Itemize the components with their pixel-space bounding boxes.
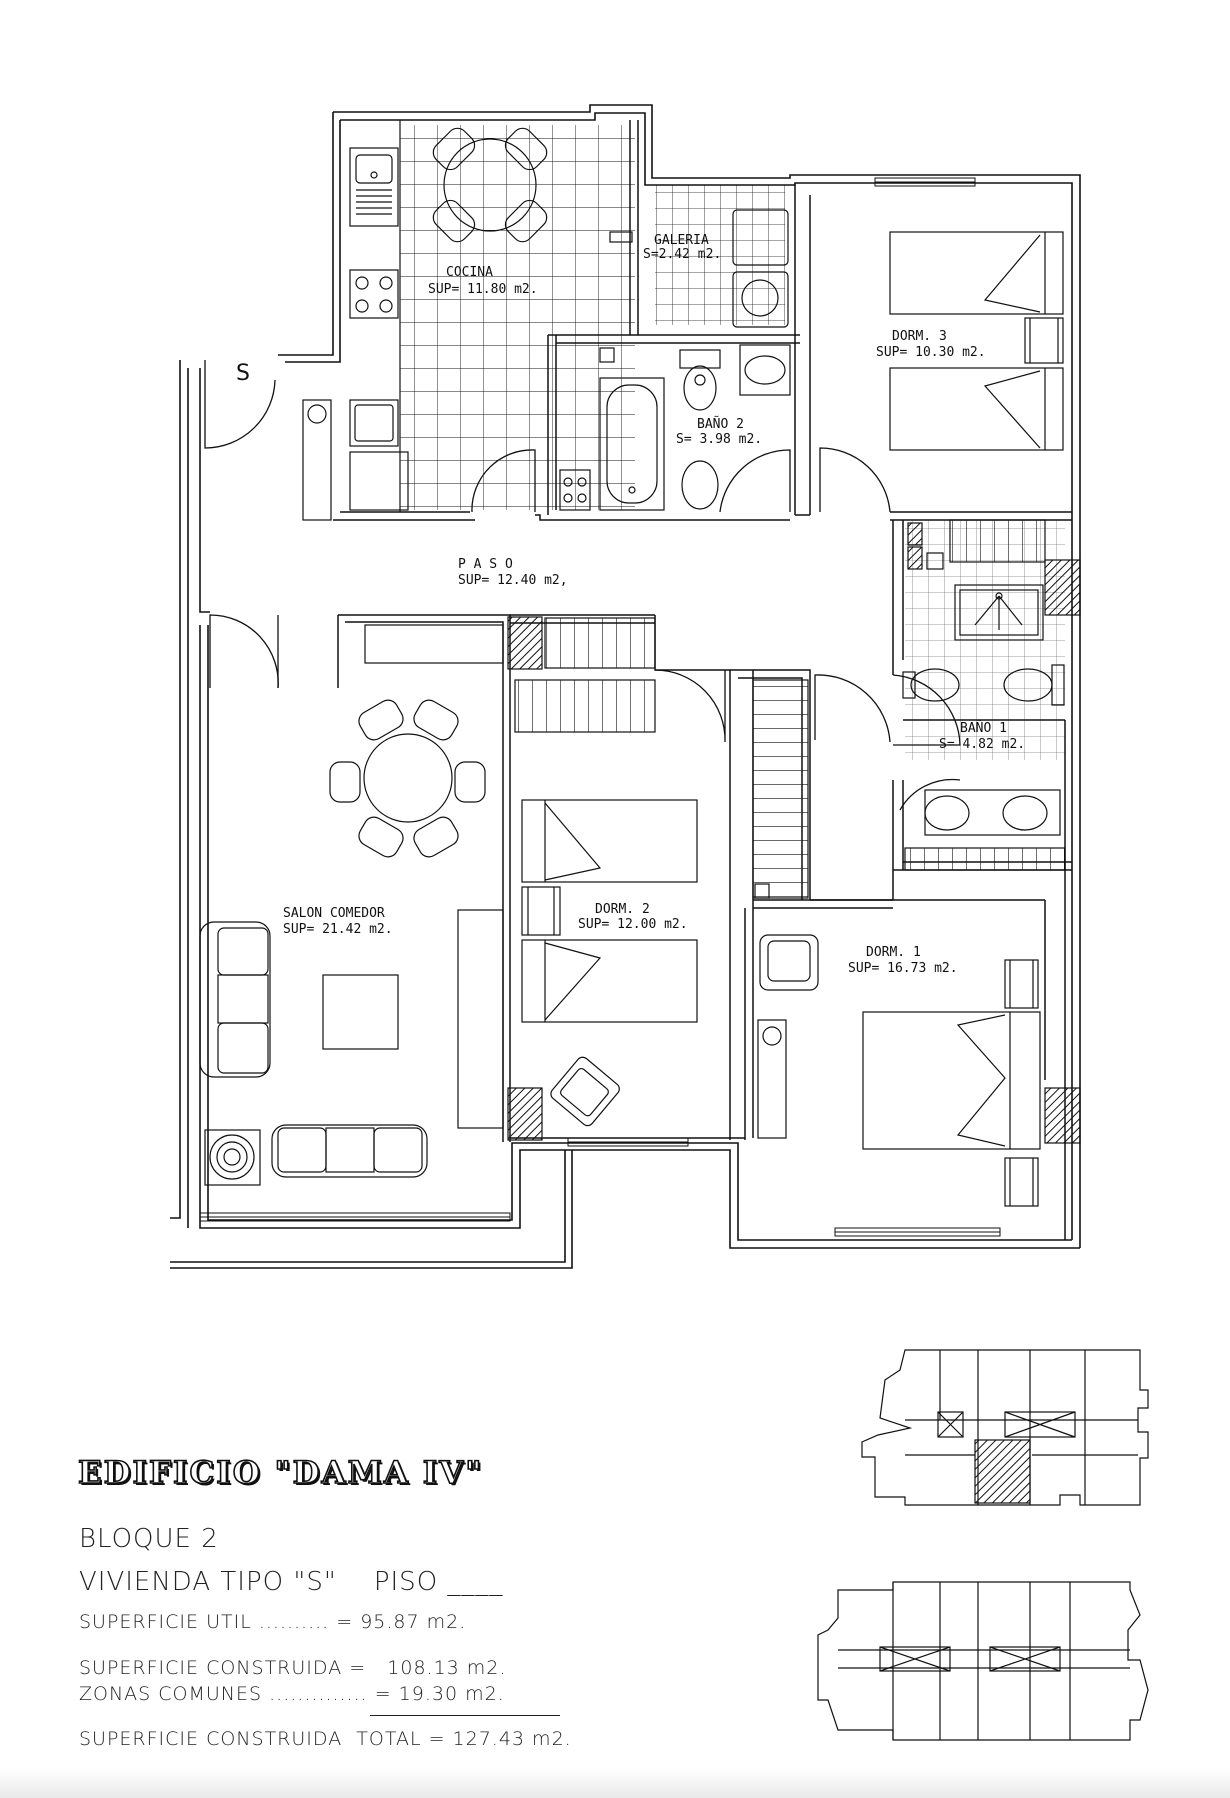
paso-label: P A S O: [458, 557, 513, 572]
galeria-fixtures: [609, 209, 789, 328]
bano2-label: BAÑO 2: [697, 416, 744, 432]
superficie-util: SUPERFICIE UTIL .......... = 95.87 m2.: [79, 1611, 467, 1633]
dorm1-label: DORM. 1: [866, 945, 921, 960]
dorm3-label: DORM. 3: [892, 329, 947, 344]
cocina-area: SUP= 11.80 m2.: [428, 282, 538, 297]
sum-rule: [370, 1715, 560, 1716]
bloque-label: BLOQUE 2: [79, 1524, 219, 1554]
kitchen-fixtures: [302, 120, 548, 521]
dorm3-beds: [889, 231, 1064, 451]
dorm2-beds: [521, 799, 698, 1127]
bano1-label: BAÑO 1: [960, 720, 1007, 736]
dorm2-label: DORM. 2: [595, 902, 650, 917]
bano1-fixtures: [902, 519, 1066, 871]
salon-furniture: [199, 624, 504, 1186]
exterior-walls: [170, 104, 1081, 1269]
zonas-comunes: ZONAS COMUNES .............. = 19.30 m2.: [79, 1683, 505, 1705]
salon-label: SALON COMEDOR: [283, 906, 385, 921]
structural-columns: [507, 559, 1081, 1144]
page-bottom-shadow: [0, 1768, 1230, 1798]
superficie-construida: SUPERFICIE CONSTRUIDA = 108.13 m2.: [79, 1657, 507, 1679]
building-title: EDIFICIO "DAMA IV": [77, 1454, 484, 1492]
dorm3-area: SUP= 10.30 m2.: [876, 345, 986, 360]
dorm1-area: SUP= 16.73 m2.: [848, 961, 958, 976]
paso-area: SUP= 12.40 m2,: [458, 573, 568, 588]
wardrobes: [514, 617, 809, 899]
bano2-fixtures: [559, 344, 791, 511]
bano2-area: S= 3.98 m2.: [676, 432, 762, 447]
vivienda-label: VIVIENDA TIPO "S" PISO ____: [79, 1567, 504, 1597]
door-swings: [204, 360, 961, 811]
galeria-area: S=2.42 m2.: [643, 247, 721, 262]
room-labels: COCINA SUP= 11.80 m2. GALERIA S=2.42 m2.…: [236, 233, 1025, 976]
bano1-area: S= 4.82 m2.: [939, 737, 1025, 752]
dorm1-furniture: [757, 934, 1041, 1207]
entrance-marker: S: [236, 361, 250, 386]
galeria-label: GALERIA: [654, 233, 709, 248]
key-plan-lower: [817, 1581, 1149, 1741]
windows: [199, 177, 1001, 1237]
key-plan-upper: [861, 1349, 1149, 1506]
salon-area: SUP= 21.42 m2.: [283, 922, 393, 937]
cocina-label: COCINA: [446, 265, 493, 280]
superficie-total: SUPERFICIE CONSTRUIDA TOTAL = 127.43 m2.: [79, 1728, 572, 1750]
dorm2-area: SUP= 12.00 m2.: [578, 917, 688, 932]
